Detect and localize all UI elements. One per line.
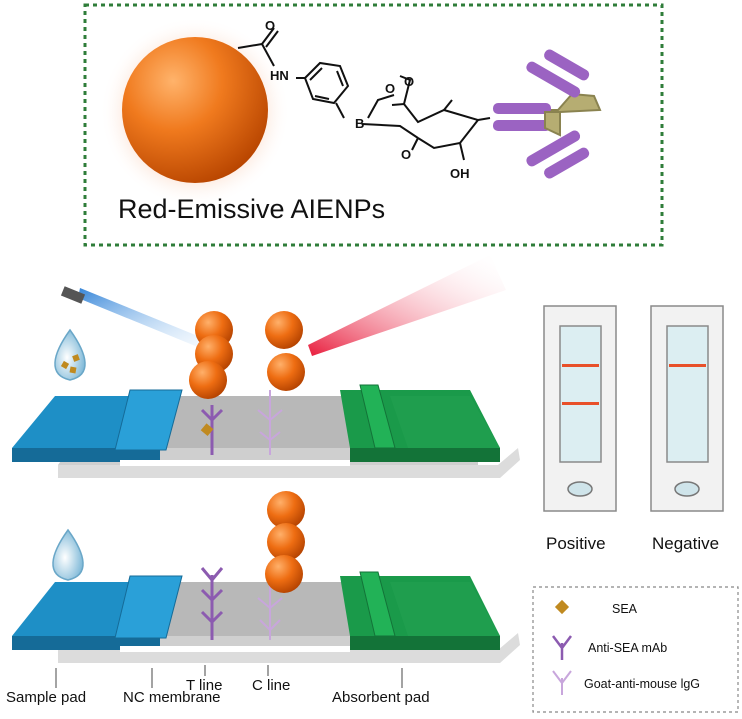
sea-bound-icon <box>200 423 214 437</box>
c-line-secondary-antibody-icon <box>257 585 283 640</box>
panel-frame <box>83 3 664 247</box>
positive-c-line <box>562 364 599 367</box>
sample-drop-icon <box>52 528 84 581</box>
label-absorbent-pad: Absorbent pad <box>332 689 430 706</box>
atom-oh: OH <box>450 166 470 181</box>
c-line-secondary-antibody-icon <box>257 390 283 455</box>
sea-particle-icon <box>72 354 80 362</box>
label-nc-membrane: NC membrane <box>123 689 221 706</box>
aienp-particle <box>265 311 303 349</box>
aienp-particle <box>267 491 305 529</box>
negative-c-line <box>669 364 706 367</box>
aienp-particle <box>265 555 303 593</box>
legend-label-goat-anti-mouse: Goat-anti-mouse lgG <box>584 677 700 691</box>
atom-b: B <box>355 116 364 131</box>
atom-nh: HN <box>270 68 289 83</box>
sea-particle-icon <box>60 360 70 370</box>
sample-drop-icon <box>54 328 86 381</box>
atom-o-3: O <box>404 74 414 89</box>
label-c-line: C line <box>252 677 290 694</box>
label-t-line: T line <box>186 677 222 694</box>
light-source-icon <box>60 286 86 304</box>
aienp-particle <box>189 361 227 399</box>
conjugate-panel: O HN B O O O OH Red-Emissive AIENPs <box>83 3 664 247</box>
aienp-particle <box>267 523 305 561</box>
result-positive-cassette <box>543 305 617 512</box>
legend-label-anti-sea: Anti-SEA mAb <box>588 641 667 655</box>
excitation-beam <box>78 288 215 352</box>
label-positive: Positive <box>546 534 606 553</box>
label-sample-pad: Sample pad <box>6 689 86 706</box>
strip-positive <box>12 255 520 478</box>
t-line-antibody-icon <box>200 567 224 640</box>
conjugate-title: Red-Emissive AIENPs <box>118 194 385 224</box>
emission-laser <box>308 255 506 356</box>
atom-o-2: O <box>385 81 395 96</box>
sea-particle-icon <box>69 366 77 374</box>
legend-label-sea: SEA <box>612 602 638 616</box>
aienp-nanoparticle <box>122 37 268 183</box>
chemical-linker <box>237 27 491 161</box>
antibody-large-icon <box>493 49 602 179</box>
atom-o: O <box>265 18 275 33</box>
positive-t-line <box>562 402 599 405</box>
strip-negative <box>12 491 520 663</box>
atom-o-4: O <box>401 147 411 162</box>
label-negative: Negative <box>652 534 719 553</box>
sea-antigen-icon <box>554 599 570 615</box>
aienp-particle <box>267 353 305 391</box>
secondary-antibody-icon <box>552 670 572 695</box>
result-negative-cassette <box>650 305 724 512</box>
antibody-icon <box>552 635 572 660</box>
strip-labels <box>55 665 403 688</box>
legend: SEA Anti-SEA mAb Goat-anti-mouse lgG <box>532 586 739 713</box>
